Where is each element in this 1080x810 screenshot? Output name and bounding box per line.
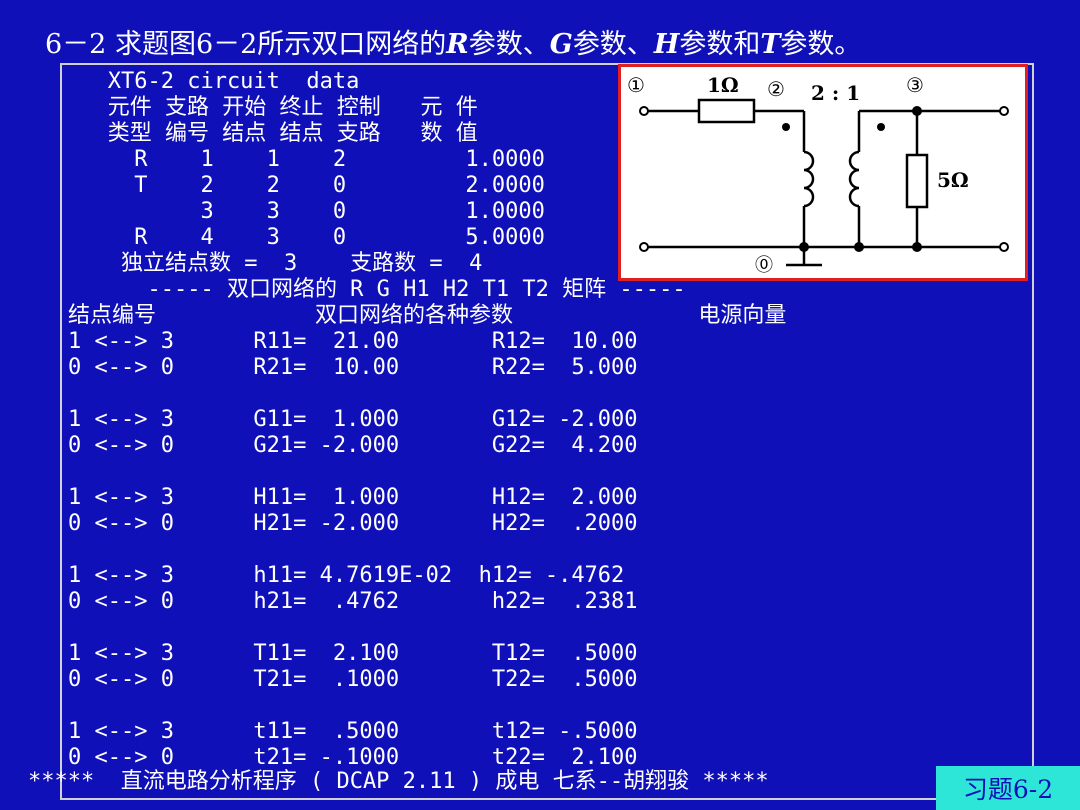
listing-line: 1 <--> 3 H11= 1.000 H12= 2.000 xyxy=(68,485,638,510)
page-title: 6－2 求题图6－2所示双口网络的R参数、G参数、H参数和T参数。 xyxy=(45,29,862,60)
listing-line: 类型 编号 结点 结点 支路 数 值 xyxy=(68,121,478,146)
polarity-dot-secondary xyxy=(877,123,885,131)
node-0-label: ⓪ xyxy=(755,255,773,276)
listing-line: 1 <--> 3 G11= 1.000 G12= -2.000 xyxy=(68,407,638,432)
listing-line: 结点编号 双口网络的各种参数 电源向量 xyxy=(68,303,787,328)
listing-line: 0 <--> 0 G21= -2.000 G22= 4.200 xyxy=(68,433,638,458)
listing-line: 0 <--> 0 H21= -2.000 H22= .2000 xyxy=(68,511,638,536)
resistor-1-ohm xyxy=(697,98,756,124)
listing-line: R 4 3 0 5.0000 xyxy=(68,225,545,250)
listing-line: 1 <--> 3 R11= 21.00 R12= 10.00 xyxy=(68,329,638,354)
secondary-coil xyxy=(848,150,860,208)
listing-line: T 2 2 0 2.0000 xyxy=(68,173,545,198)
listing-line: R 1 1 2 1.0000 xyxy=(68,147,545,172)
listing-line: 1 <--> 3 h11= 4.7619E-02 h12= -.4762 xyxy=(68,563,625,588)
terminal-3 xyxy=(999,106,1009,116)
exercise-badge: 习题6-2 xyxy=(936,766,1080,810)
listing-line: 0 <--> 0 T21= .1000 T22= .5000 xyxy=(68,667,638,692)
listing-line: 1 <--> 3 T11= 2.100 T12= .5000 xyxy=(68,641,638,666)
program-footer: ***** 直流电路分析程序 ( DCAP 2.11 ) 成电 七系--胡翔骏 … xyxy=(28,769,769,794)
listing-line: 元件 支路 开始 终止 控制 元 件 xyxy=(68,95,478,120)
node-2-label: ② xyxy=(767,77,785,101)
output-frame xyxy=(60,63,1034,800)
node-1-label: ① xyxy=(627,73,645,97)
r5-label: 5Ω xyxy=(937,168,969,192)
listing-line: 0 <--> 0 t21= -.1000 t22= 2.100 xyxy=(68,745,638,770)
listing-line: 1 <--> 3 t11= .5000 t12= -.5000 xyxy=(68,719,638,744)
primary-coil xyxy=(803,150,815,208)
ratio-label: 2 : 1 xyxy=(811,81,860,105)
resistor-5-ohm xyxy=(905,153,929,209)
circuit-svg: ① 1Ω ② 2 : 1 ③ 5Ω ⓪ xyxy=(627,73,1009,276)
listing-line: 3 3 0 1.0000 xyxy=(68,199,545,224)
polarity-dot-primary xyxy=(782,123,790,131)
listing-line: XT6-2 circuit data xyxy=(68,69,360,94)
terminal-0-right xyxy=(999,242,1009,252)
node-3-label: ③ xyxy=(906,73,924,97)
listing-line: 0 <--> 0 R21= 10.00 R22= 5.000 xyxy=(68,355,638,380)
terminal-1 xyxy=(639,106,649,116)
listing-line: 0 <--> 0 h21= .4762 h22= .2381 xyxy=(68,589,638,614)
circuit-diagram: ① 1Ω ② 2 : 1 ③ 5Ω ⓪ xyxy=(618,64,1028,281)
r1-label: 1Ω xyxy=(707,73,739,97)
terminal-0-left xyxy=(639,242,649,252)
listing-line: ----- 双口网络的 R G H1 H2 T1 T2 矩阵 ----- xyxy=(68,277,686,302)
listing-line: 独立结点数 = 3 支路数 = 4 xyxy=(68,251,483,276)
